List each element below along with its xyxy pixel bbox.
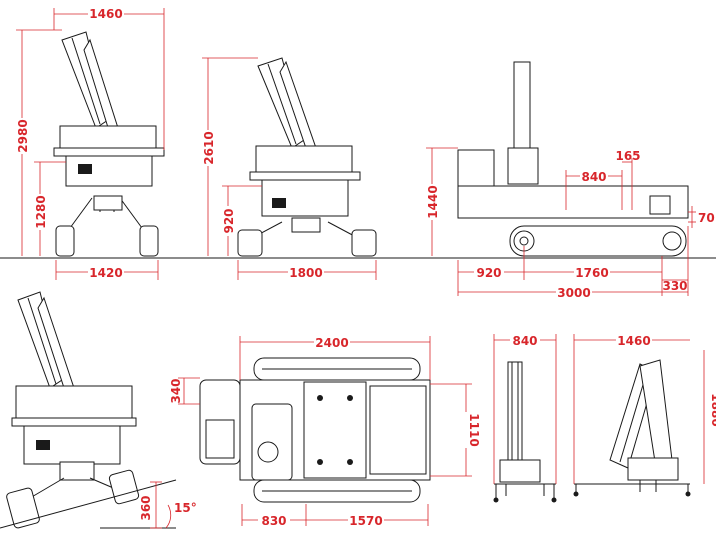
mast-outline	[513, 61, 531, 163]
dim-width: 1460	[617, 334, 650, 348]
slope-view: 360 15°	[0, 291, 197, 529]
track	[509, 225, 687, 257]
dim-offset: 340	[169, 378, 183, 403]
dim-840: 840	[581, 170, 606, 184]
dim-1760: 1760	[575, 266, 608, 280]
track-left	[6, 487, 40, 529]
control-panel-icon	[78, 164, 92, 174]
control-panel-icon	[272, 198, 286, 208]
dim-height-lower: 1280	[34, 195, 48, 228]
dim-height-total: 2980	[16, 119, 30, 152]
dim-height-total: 2610	[202, 131, 216, 164]
track-right	[351, 229, 377, 257]
mast-outline	[507, 361, 523, 473]
track-right	[108, 469, 140, 505]
dim-3000: 3000	[557, 286, 590, 300]
front-view-extended: 2610 920 1800	[200, 57, 377, 280]
dim-330: 330	[662, 279, 687, 293]
top-view: 2400 1110 340 830 1570	[169, 334, 481, 528]
dim-height-lower: 920	[222, 208, 236, 233]
dim-70: 70	[698, 211, 715, 225]
dim-width: 840	[512, 334, 537, 348]
dim-length: 2400	[315, 336, 348, 350]
dim-165: 165	[615, 149, 640, 163]
dim-width-top: 1460	[89, 7, 122, 21]
narrow-front-view: 840	[493, 332, 557, 503]
wide-front-view: 1460 1880	[573, 332, 716, 497]
dim-1570: 1570	[349, 514, 382, 528]
dim-height: 1440	[426, 185, 440, 218]
track-left	[55, 225, 75, 257]
track-left	[237, 229, 263, 257]
slope-line	[0, 479, 177, 529]
track-right	[139, 225, 159, 257]
control-panel-icon	[36, 440, 50, 450]
dim-920: 920	[476, 266, 501, 280]
dim-830: 830	[261, 514, 286, 528]
dim-width: 1110	[467, 413, 481, 446]
turret-body	[15, 385, 133, 421]
dim-angle: 15°	[174, 501, 197, 515]
chassis-body	[261, 177, 349, 217]
dim-track-width: 1420	[89, 266, 122, 280]
dim-step: 360	[139, 495, 153, 520]
dim-height: 1880	[709, 393, 716, 426]
front-view-folded: 1460 2980 1280 1420	[14, 5, 165, 280]
side-view: 1440 840 165 70 920 1760 3000	[424, 61, 715, 300]
dim-track-width: 1800	[289, 266, 322, 280]
